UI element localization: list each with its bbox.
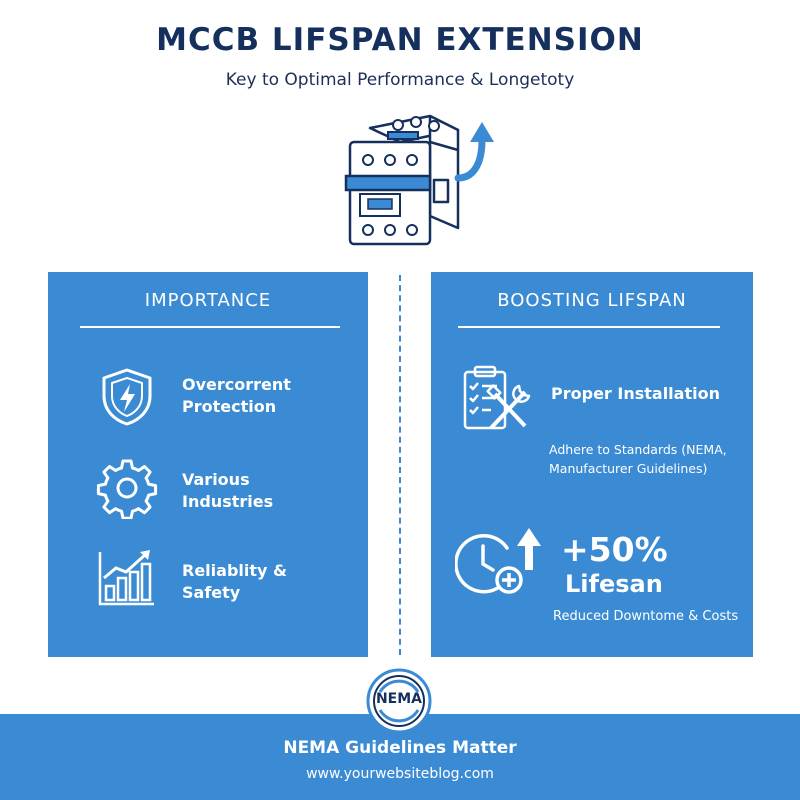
checklist-tools-icon	[463, 365, 531, 430]
center-divider	[399, 275, 401, 655]
importance-heading: IMPORTANCE	[144, 290, 272, 311]
lifespan-percent: +50%	[561, 530, 668, 569]
nema-badge-label: NEMA	[375, 691, 423, 707]
installation-description: Adhere to Standards (NEMA, Manufacturer …	[549, 442, 727, 476]
lifespan-label: Lifesan	[565, 570, 663, 598]
up-arrow-icon	[454, 122, 494, 182]
importance-item-label: Overcorrent Protection	[182, 375, 291, 416]
importance-rule	[80, 326, 340, 328]
growth-chart-icon	[98, 550, 154, 606]
clock-plus-icon	[455, 528, 541, 594]
footer-url-link[interactable]: www.yourwebsiteblog.com	[306, 766, 494, 782]
importance-item-label: Reliablity & Safety	[182, 561, 287, 602]
nema-badge-icon	[366, 668, 432, 734]
footer-title: NEMA Guidelines Matter	[283, 738, 517, 758]
lifespan-description: Reduced Downtome & Costs	[553, 609, 739, 624]
installation-title: Proper Installation	[551, 384, 720, 403]
boosting-rule	[458, 326, 720, 328]
page-title: MCCB LIFSPAN EXTENSION	[156, 22, 644, 58]
page-subtitle: Key to Optimal Performance & Longetoty	[225, 70, 575, 90]
importance-panel: IMPORTANCE Overcorrent Protection Variou…	[48, 272, 368, 657]
gear-icon	[96, 459, 158, 519]
shield-bolt-icon	[102, 368, 152, 426]
importance-item-label: Various Industries	[182, 470, 274, 511]
circuit-breaker-icon	[344, 114, 494, 246]
boosting-panel: BOOSTING LIFSPAN Proper Installation Adh…	[431, 272, 753, 657]
boosting-heading: BOOSTING LIFSPAN	[497, 290, 687, 311]
